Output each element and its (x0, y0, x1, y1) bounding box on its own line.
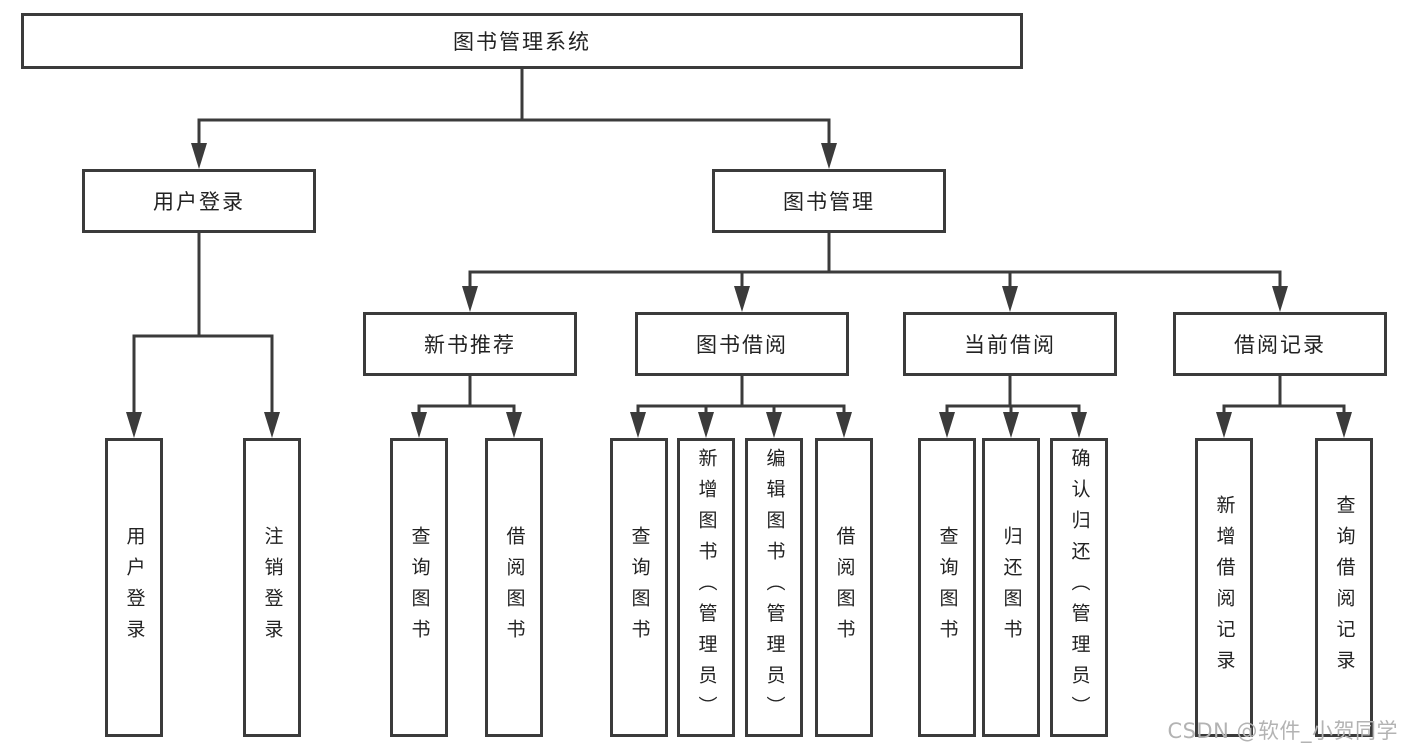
connector-borrowing-to-leaves (636, 376, 846, 414)
leaf-query-books-current: 查询图书 (918, 438, 976, 737)
connector-bookmgmt-to-level3 (468, 233, 1282, 288)
connector-current-to-leaves (945, 376, 1081, 414)
node-current-borrowing: 当前借阅 (903, 312, 1117, 376)
node-book-borrowing: 图书借阅 (635, 312, 849, 376)
connector-root-to-level2 (197, 69, 831, 145)
node-book-management: 图书管理 (712, 169, 946, 233)
leaf-add-borrow-record: 新增借阅记录 (1195, 438, 1253, 737)
node-borrow-records: 借阅记录 (1173, 312, 1387, 376)
node-root: 图书管理系统 (21, 13, 1023, 69)
csdn-watermark: CSDN @软件_小贺同学 (1167, 719, 1398, 743)
leaf-borrow-books-borrowing: 借阅图书 (815, 438, 873, 737)
leaf-query-borrow-record: 查询借阅记录 (1315, 438, 1373, 737)
leaf-query-books-borrowing: 查询图书 (610, 438, 668, 737)
leaf-confirm-return-admin: 确认归还（管理员） (1050, 438, 1108, 737)
connector-userlogin-to-leaves (132, 233, 274, 414)
leaf-logout: 注销登录 (243, 438, 301, 737)
leaf-return-book: 归还图书 (982, 438, 1040, 737)
leaf-query-books-recommend: 查询图书 (390, 438, 448, 737)
connector-recommend-to-leaves (417, 376, 516, 414)
leaf-add-book-admin: 新增图书（管理员） (677, 438, 735, 737)
connector-records-to-leaves (1222, 376, 1346, 414)
leaf-edit-book-admin: 编辑图书（管理员） (745, 438, 803, 737)
leaf-user-login: 用户登录 (105, 438, 163, 737)
leaf-borrow-books-recommend: 借阅图书 (485, 438, 543, 737)
node-new-book-recommend: 新书推荐 (363, 312, 577, 376)
node-user-login: 用户登录 (82, 169, 316, 233)
